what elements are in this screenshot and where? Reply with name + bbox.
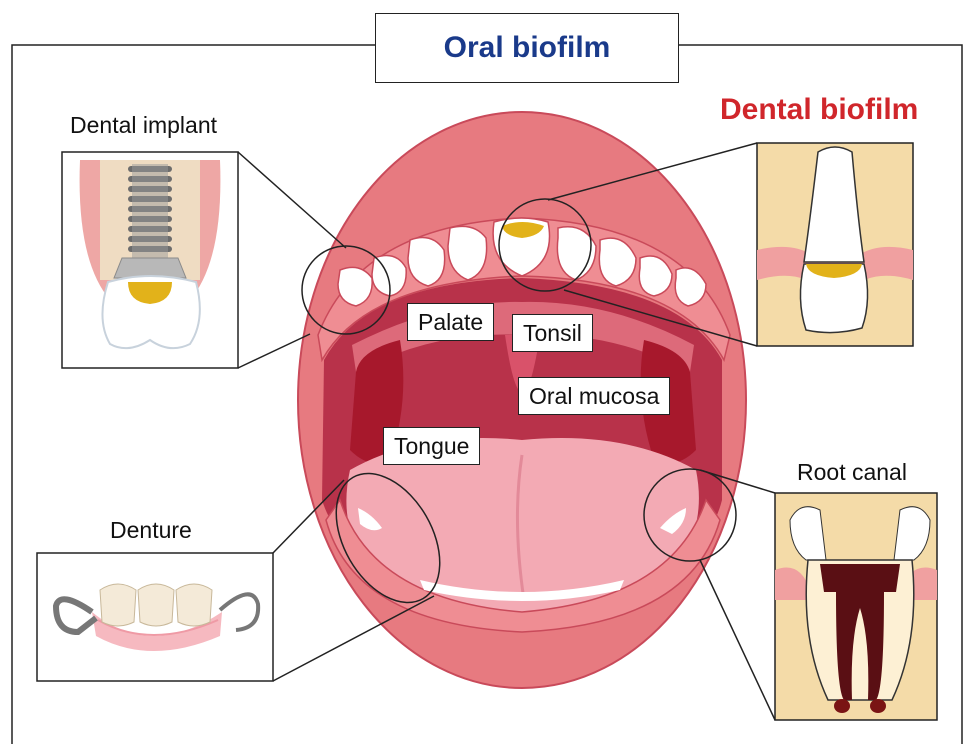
root-canal-inset bbox=[775, 493, 937, 720]
tongue-label: Tongue bbox=[383, 427, 480, 465]
palate-label: Palate bbox=[407, 303, 494, 341]
tooth-inset bbox=[757, 143, 913, 346]
root-canal-label: Root canal bbox=[797, 459, 907, 486]
dental-biofilm-heading: Dental biofilm bbox=[720, 93, 918, 127]
diagram-title: Oral biofilm bbox=[444, 31, 611, 65]
implant-inset bbox=[62, 152, 238, 368]
denture-label: Denture bbox=[110, 517, 192, 544]
oral-mucosa-label: Oral mucosa bbox=[518, 377, 670, 415]
denture-inset bbox=[37, 553, 273, 681]
title-box: Oral biofilm bbox=[375, 13, 679, 83]
dental-implant-label: Dental implant bbox=[70, 112, 217, 139]
tonsil-label: Tonsil bbox=[512, 314, 593, 352]
